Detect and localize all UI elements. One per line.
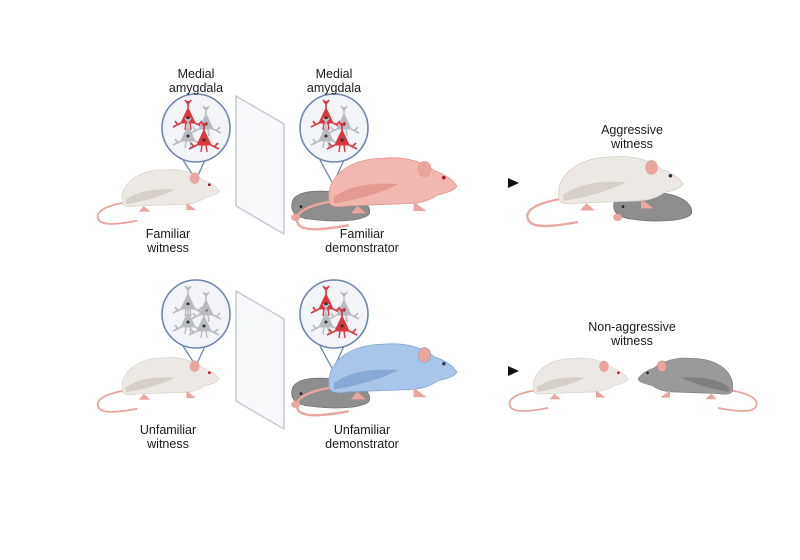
neuron-nucleus bbox=[186, 302, 190, 306]
label-non-aggressive-witness: Non-aggressive witness bbox=[588, 320, 676, 348]
mouse-unfamiliar-witness bbox=[96, 357, 220, 413]
feet bbox=[350, 387, 427, 400]
body-shade bbox=[681, 377, 730, 392]
eye bbox=[299, 392, 303, 395]
eye bbox=[646, 371, 649, 375]
eye bbox=[617, 371, 620, 375]
label-line: Medial bbox=[315, 67, 353, 81]
body-shade bbox=[125, 189, 175, 205]
label-line: Non-aggressive bbox=[588, 320, 676, 334]
tail bbox=[96, 201, 138, 225]
label-witness-region-top: Medial amygdala bbox=[169, 67, 223, 95]
mouse-unfamiliar-demonstrator bbox=[295, 343, 458, 417]
label-line: Unfamiliar bbox=[333, 423, 391, 437]
mouse-aggressive-witness bbox=[526, 156, 684, 228]
body-shade bbox=[125, 377, 175, 393]
body-shade bbox=[563, 181, 627, 201]
ear bbox=[656, 360, 668, 373]
neuron-nucleus bbox=[324, 320, 328, 324]
neuron-nucleus bbox=[340, 324, 344, 328]
neuron-nucleus bbox=[186, 134, 190, 138]
feet bbox=[350, 201, 427, 214]
label-line: Familiar bbox=[339, 227, 385, 241]
label-line: Aggressive bbox=[601, 123, 663, 137]
eye bbox=[621, 205, 625, 208]
eye bbox=[299, 205, 303, 208]
magnifier-witness-familiar bbox=[161, 93, 231, 182]
label-line: witness bbox=[147, 241, 189, 255]
ear bbox=[417, 347, 432, 363]
feet bbox=[549, 390, 606, 400]
neuron-nucleus bbox=[340, 138, 344, 142]
mouse-non-aggressive-witness bbox=[508, 357, 629, 412]
body-shade bbox=[333, 183, 399, 204]
glass-barrier-top bbox=[235, 94, 285, 236]
eye bbox=[207, 371, 211, 375]
label-familiar-demonstrator: Familiar demonstrator bbox=[325, 227, 399, 255]
neuron-nucleus bbox=[324, 302, 328, 306]
label-line: witness bbox=[611, 334, 653, 348]
tail bbox=[295, 200, 350, 231]
ear bbox=[417, 161, 432, 177]
ear bbox=[613, 213, 623, 221]
feet bbox=[138, 202, 197, 212]
eye bbox=[207, 183, 211, 187]
label-line: Medial bbox=[177, 67, 215, 81]
tail bbox=[96, 389, 138, 413]
feet bbox=[580, 198, 654, 211]
magnifier-circle bbox=[161, 279, 231, 349]
label-line: witness bbox=[147, 437, 189, 451]
label-demonstrator-region-top: Medial amygdala bbox=[307, 67, 361, 95]
label-unfamiliar-demonstrator: Unfamiliar demonstrator bbox=[325, 423, 399, 451]
label-line: amygdala bbox=[306, 81, 362, 95]
tail bbox=[508, 389, 549, 412]
mouse-familiar-demonstrator bbox=[295, 157, 458, 231]
label-familiar-witness: Familiar witness bbox=[146, 227, 190, 255]
magnifier-demonstrator-unfamiliar bbox=[299, 279, 369, 372]
label-line: demonstrator bbox=[325, 241, 399, 255]
ear bbox=[189, 172, 200, 185]
neuron-nucleus bbox=[202, 324, 206, 328]
eye bbox=[668, 174, 673, 178]
tail bbox=[295, 386, 350, 417]
magnifier-witness-unfamiliar bbox=[161, 279, 231, 368]
label-line: witness bbox=[611, 137, 653, 151]
mouse-intruder-facing bbox=[637, 357, 758, 412]
eye bbox=[442, 175, 446, 180]
body-shade bbox=[536, 377, 585, 392]
label-unfamiliar-witness: Unfamiliar witness bbox=[140, 423, 196, 451]
neuron-nucleus bbox=[324, 116, 328, 120]
magnifier-circle bbox=[161, 93, 231, 163]
ear bbox=[598, 360, 610, 373]
label-line: Unfamiliar bbox=[139, 423, 197, 437]
glass-barrier-bottom bbox=[235, 289, 285, 431]
ear bbox=[189, 360, 200, 373]
label-line: Familiar bbox=[145, 227, 191, 241]
tail bbox=[526, 197, 579, 228]
neuron-nucleus bbox=[186, 320, 190, 324]
tail bbox=[717, 389, 758, 412]
magnifier-circle bbox=[299, 93, 369, 163]
eye bbox=[442, 361, 446, 366]
label-aggressive-witness: Aggressive witness bbox=[601, 123, 663, 151]
label-line: amygdala bbox=[168, 81, 224, 95]
neuron-nucleus bbox=[324, 134, 328, 138]
feet bbox=[138, 390, 197, 400]
feet bbox=[660, 390, 717, 400]
body-shade bbox=[333, 369, 399, 390]
magnifier-circle bbox=[299, 279, 369, 349]
neuron-nucleus bbox=[202, 138, 206, 142]
neuron-nucleus bbox=[186, 116, 190, 120]
mouse-familiar-witness bbox=[96, 169, 220, 225]
label-line: demonstrator bbox=[325, 437, 399, 451]
ear bbox=[644, 159, 659, 176]
